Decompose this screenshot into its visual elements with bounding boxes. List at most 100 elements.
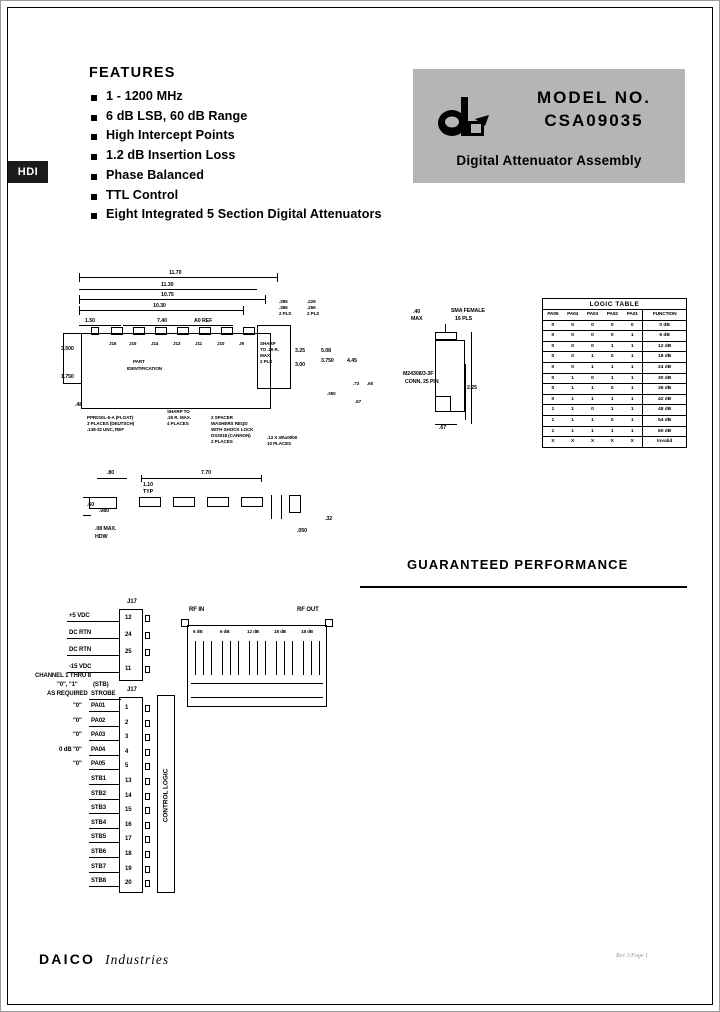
logic-bit-cell: 0 (582, 404, 603, 416)
feature-item: TTL Control (89, 188, 419, 202)
signal-name-label: STB5 (91, 834, 106, 841)
model-number: CSA09035 (544, 110, 644, 130)
logic-bit-cell: X (602, 436, 623, 447)
logic-bit-cell: 1 (602, 393, 623, 405)
signal-pin-number: 5 (125, 763, 129, 770)
signal-wire (89, 798, 119, 800)
zero-db-label: 0 dB (59, 747, 72, 753)
logic-function-cell: 36 dB (642, 383, 686, 395)
logic-bit-cell: 1 (602, 404, 623, 416)
connector-pad (145, 632, 150, 639)
signal-wire (89, 842, 119, 844)
bullet-icon (91, 213, 97, 220)
resistor-element (276, 641, 277, 675)
logic-function-cell: 0 dB (642, 320, 686, 331)
line-state-label: "0" (73, 717, 82, 724)
signal-pin-number: 1 (125, 705, 129, 711)
bullet-icon (91, 134, 97, 141)
supply-pin-number: 11 (125, 666, 132, 672)
logic-bit-cell: 0 (543, 351, 563, 363)
signal-pin-number: 15 (125, 807, 132, 814)
feature-text: 6 dB LSB, 60 dB Range (106, 108, 248, 123)
signal-pin-number: 18 (125, 851, 132, 857)
logic-bit-cell: 1 (602, 372, 623, 384)
bullet-icon (91, 154, 97, 161)
attenuator-section-label: 18 dB (301, 629, 314, 634)
feature-item: Eight Integrated 5 Section Digital Atten… (89, 208, 419, 221)
resistor-element (203, 641, 204, 675)
resistor-element (303, 641, 304, 675)
bullet-icon (91, 193, 97, 200)
logic-bit-cell: 1 (562, 414, 583, 427)
supply-label: +5 VDC (69, 613, 90, 619)
feature-text: Eight Integrated 5 Section Digital Atten… (106, 207, 382, 222)
signal-name-label: STB4 (91, 819, 106, 826)
logic-function-cell: 54 dB (642, 414, 686, 427)
logic-bit-cell: 1 (602, 361, 623, 374)
logic-bit-cell: 1 (562, 383, 583, 395)
resistor-element (222, 641, 223, 675)
logic-col-header: PA04 (562, 310, 583, 321)
line-state-label: "0" (73, 703, 82, 709)
line-state-label: "0" (73, 761, 82, 768)
strobe-label-1: (STB) (93, 682, 109, 688)
bullet-icon (91, 173, 97, 180)
logic-col-header: PA05 (543, 310, 563, 321)
resistor-element (238, 641, 239, 675)
performance-title: GUARANTEED PERFORMANCE (407, 557, 629, 572)
logic-bit-cell: 1 (562, 393, 583, 405)
model-no-label: MODEL NO. (536, 88, 652, 107)
hdi-section-tab: HDI (8, 161, 48, 183)
logic-bit-cell: 0 (562, 351, 583, 363)
signal-pin-number: 16 (125, 821, 132, 828)
connector-pad (145, 748, 150, 756)
signal-wire (89, 886, 119, 888)
supply-wire (67, 672, 119, 673)
signal-name-label: STB2 (91, 790, 106, 797)
supply-pin-number: 24 (125, 632, 132, 638)
logic-function-cell: 42 dB (642, 393, 686, 405)
signal-pin-number: 20 (125, 880, 132, 887)
logic-col-header: PA03 (582, 310, 603, 321)
logic-bit-cell: 0 (543, 383, 563, 395)
supply-wire (67, 638, 119, 639)
logic-bit-cell: 1 (582, 414, 603, 427)
logic-bit-cell: 0 (543, 361, 563, 374)
logic-bit-cell: 0 (602, 351, 623, 363)
page-border (7, 7, 713, 1005)
rf-in-label: RF IN (189, 607, 205, 613)
connector-pad (145, 615, 150, 622)
signal-name-label: STB3 (91, 805, 106, 812)
supply-pin-number: 12 (125, 615, 132, 621)
logic-function-cell: 60 dB (642, 425, 686, 437)
logic-bit-cell: 1 (622, 383, 643, 395)
connector-pad (145, 763, 150, 771)
logic-function-cell: 24 dB (642, 361, 686, 374)
logic-bit-cell: 0 (602, 414, 623, 427)
connector-pad (145, 836, 150, 844)
connector-pad (145, 719, 150, 727)
logic-bit-cell: 1 (622, 372, 643, 384)
logic-bit-cell: 1 (562, 425, 583, 437)
logic-bit-cell: 1 (543, 425, 563, 437)
logic-function-cell: 6 dB (642, 330, 686, 342)
line-state-label: "0" (73, 746, 82, 753)
performance-table (360, 586, 687, 588)
logic-bit-cell: 1 (622, 351, 643, 363)
logic-bit-cell: 0 (602, 383, 623, 395)
logic-bit-cell: 0 (582, 372, 603, 384)
logic-bit-cell: 1 (622, 330, 643, 342)
connector-pad (145, 880, 150, 888)
schematic-j17-bottom-label: J17 (127, 687, 137, 693)
connector-pad (145, 666, 150, 673)
